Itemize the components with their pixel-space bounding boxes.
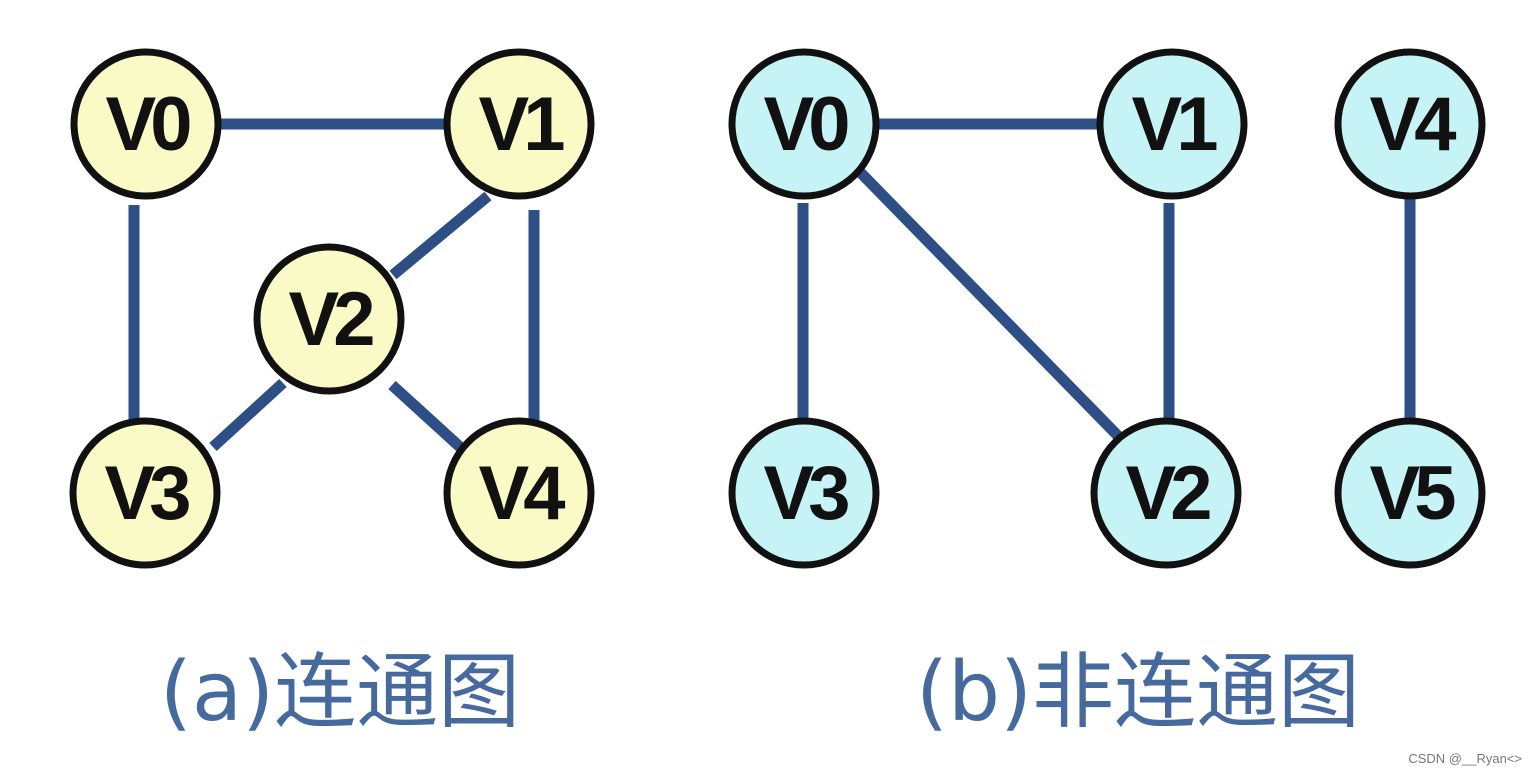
edge-b-v0-v2	[854, 166, 1126, 444]
node-b-v3-circle	[728, 417, 880, 569]
node-a-v0-circle	[70, 48, 222, 200]
graph-b: V0 V1 V3 V2 V4 V5 (b)非连通图	[728, 48, 1486, 740]
caption-b: (b)非连通图	[916, 645, 1360, 740]
graph-b-edges	[797, 118, 1416, 444]
watermark: CSDN @__Ryan<>	[1408, 751, 1522, 766]
node-a-v0: V0	[70, 48, 222, 200]
node-b-v4-circle	[1334, 48, 1486, 200]
node-b-v1: V1	[1096, 48, 1248, 200]
node-b-v1-label: V1	[1132, 82, 1218, 167]
node-a-v1-label: V1	[479, 82, 565, 167]
node-a-v3: V3	[69, 417, 221, 569]
node-a-v4: V4	[443, 417, 595, 569]
graph-a: V0 V1 V2 V3 V4 (a)连通图	[69, 48, 595, 740]
node-b-v3: V3	[728, 417, 880, 569]
node-a-v4-label: V4	[479, 451, 566, 536]
node-b-v0: V0	[728, 48, 880, 200]
node-a-v1-circle	[443, 48, 595, 200]
node-b-v2-label: V2	[1126, 451, 1211, 536]
graph-a-edges	[128, 118, 540, 452]
node-b-v3-label: V3	[764, 451, 849, 536]
graph-a-nodes: V0 V1 V2 V3 V4	[69, 48, 595, 569]
node-b-v2-circle	[1090, 417, 1242, 569]
node-a-v1: V1	[443, 48, 595, 200]
node-b-v4-label: V4	[1370, 82, 1457, 167]
caption-a: (a)连通图	[160, 645, 520, 740]
node-a-v2-circle	[253, 243, 405, 395]
node-a-v4-circle	[443, 417, 595, 569]
edge-a-v2-v3	[209, 378, 287, 452]
node-a-v0-label: V0	[106, 82, 191, 167]
node-b-v4: V4	[1334, 48, 1486, 200]
node-b-v0-circle	[728, 48, 880, 200]
node-a-v3-label: V3	[105, 451, 190, 536]
node-a-v3-circle	[69, 417, 221, 569]
node-b-v5-circle	[1334, 417, 1486, 569]
edge-a-v1-v2	[389, 191, 492, 280]
graph-b-nodes: V0 V1 V3 V2 V4 V5	[728, 48, 1486, 569]
node-b-v1-circle	[1096, 48, 1248, 200]
node-b-v2: V2	[1090, 417, 1242, 569]
node-b-v5-label: V5	[1370, 451, 1456, 536]
node-b-v5: V5	[1334, 417, 1486, 569]
node-a-v2-label: V2	[289, 277, 374, 362]
node-b-v0-label: V0	[764, 82, 849, 167]
edge-a-v2-v4	[388, 380, 464, 452]
node-a-v2: V2	[253, 243, 405, 395]
